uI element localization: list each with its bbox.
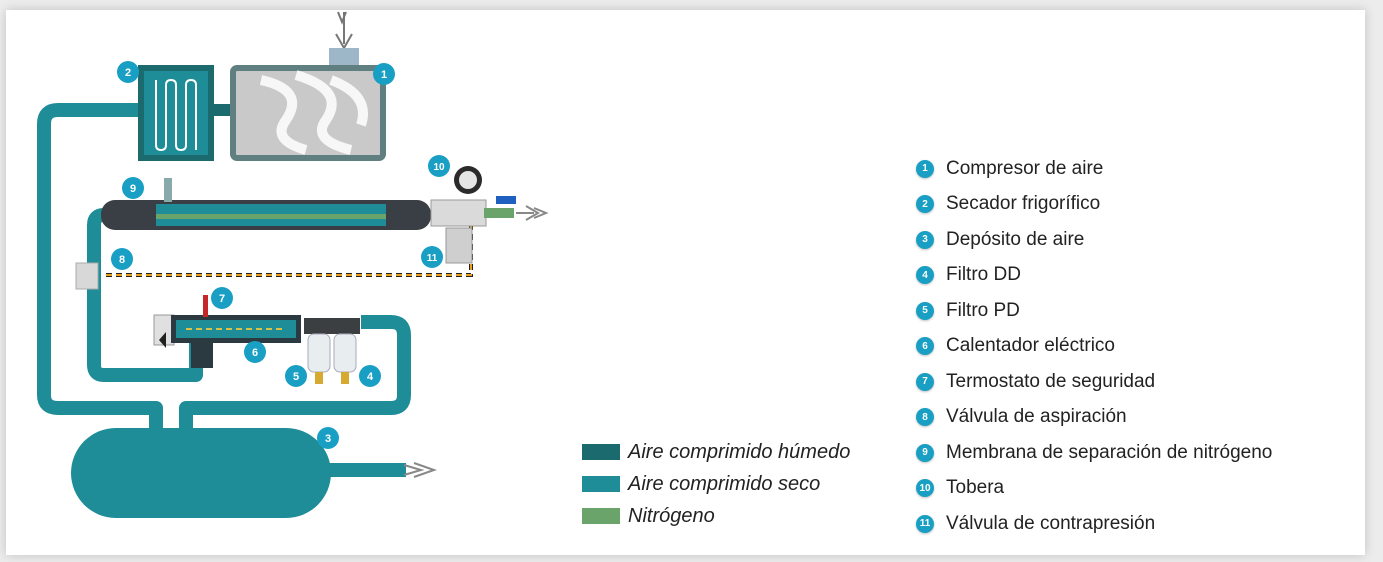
svg-text:9: 9 [130, 183, 136, 195]
part-number-badge: 2 [916, 195, 934, 214]
svg-text:2: 2 [125, 67, 131, 79]
svg-text:1: 1 [381, 69, 387, 81]
part-number-badge: 4 [916, 266, 934, 285]
part-label: Compresor de aire [946, 157, 1104, 179]
diagram-badge-3: 3 [317, 427, 339, 449]
diagram-badge-2: 2 [117, 61, 139, 83]
svg-text:10: 10 [433, 162, 445, 173]
part-item: 2 Secador frigorífico [916, 187, 1272, 223]
nitrogen-membrane [101, 178, 431, 230]
diagram-badge-5: 5 [285, 365, 307, 387]
diagram-badge-9: 9 [122, 177, 144, 199]
diagram-badge-10: 10 [428, 155, 450, 177]
part-label: Membrana de separación de nitrógeno [946, 441, 1273, 463]
air-compressor [230, 65, 386, 161]
diagram-badge-7: 7 [211, 287, 233, 309]
legend-swatch [582, 508, 620, 524]
pipe-dryer-to-tank [37, 103, 163, 430]
part-number-badge: 8 [916, 408, 934, 427]
part-number-badge: 6 [916, 337, 934, 356]
svg-text:6: 6 [252, 347, 258, 359]
svg-text:8: 8 [119, 254, 125, 266]
part-number-badge: 10 [916, 479, 934, 498]
part-item: 11 Válvula de contrapresión [916, 506, 1272, 542]
tank-outlet-arrow [403, 462, 438, 478]
legend-label: Aire comprimido húmedo [628, 440, 851, 463]
nozzle-assembly [430, 166, 549, 264]
part-item: 10 Tobera [916, 471, 1272, 507]
part-number-badge: 11 [916, 514, 934, 533]
part-item: 1 Compresor de aire [916, 151, 1272, 187]
diagram-badge-1: 1 [373, 63, 395, 85]
part-number-badge: 1 [916, 159, 934, 178]
pipe-heater-to-membrane [87, 208, 203, 382]
diagram-badge-11: 11 [421, 246, 443, 268]
diagram-badge-8: 8 [111, 248, 133, 270]
refrigerated-dryer [138, 65, 214, 161]
electric-heater [153, 295, 301, 368]
part-label: Válvula de aspiración [946, 406, 1127, 428]
part-label: Calentador eléctrico [946, 335, 1115, 357]
part-item: 9 Membrana de separación de nitrógeno [916, 435, 1272, 471]
legend-label: Nitrógeno [628, 504, 715, 527]
part-item: 8 Válvula de aspiración [916, 400, 1272, 436]
svg-text:7: 7 [219, 293, 225, 305]
part-label: Tobera [946, 477, 1005, 499]
legend-item: Nitrógeno [582, 500, 850, 532]
filters [304, 318, 360, 384]
diagram-badge-4: 4 [359, 365, 381, 387]
part-number-badge: 7 [916, 372, 934, 391]
diagram-card: 1 2 3 4 5 6 7 8 9 10 11 Aire comprimido … [6, 10, 1365, 555]
air-tank [71, 428, 331, 518]
part-label: Filtro PD [946, 299, 1020, 321]
part-item: 7 Termostato de seguridad [916, 364, 1272, 400]
part-label: Termostato de seguridad [946, 370, 1156, 392]
part-item: 5 Filtro PD [916, 293, 1272, 329]
part-label: Filtro DD [946, 264, 1021, 286]
svg-text:4: 4 [367, 371, 374, 383]
nitrogen-generator-diagram: 1 2 3 4 5 6 7 8 9 10 11 [37, 11, 549, 518]
diagram-badge-6: 6 [244, 341, 266, 363]
part-label: Depósito de aire [946, 228, 1085, 250]
part-label: Secador frigorífico [946, 193, 1101, 215]
part-item: 4 Filtro DD [916, 258, 1272, 294]
part-label: Válvula de contrapresión [946, 512, 1156, 534]
legend-swatch [582, 476, 620, 492]
part-item: 6 Calentador eléctrico [916, 329, 1272, 365]
legend-swatch [582, 444, 620, 460]
part-number-badge: 3 [916, 230, 934, 249]
legend-item: Aire comprimido húmedo [582, 436, 850, 468]
svg-text:11: 11 [427, 253, 438, 264]
legend-item: Aire comprimido seco [582, 468, 850, 500]
svg-text:5: 5 [293, 371, 299, 383]
pipe-tank-to-filters [179, 315, 411, 430]
air-intake-arrow [335, 11, 353, 51]
part-item: 3 Depósito de aire [916, 222, 1272, 258]
svg-text:3: 3 [325, 433, 331, 445]
part-number-badge: 5 [916, 301, 934, 320]
part-number-badge: 9 [916, 443, 934, 462]
legend-label: Aire comprimido seco [628, 472, 821, 495]
suction-valve [75, 262, 99, 290]
